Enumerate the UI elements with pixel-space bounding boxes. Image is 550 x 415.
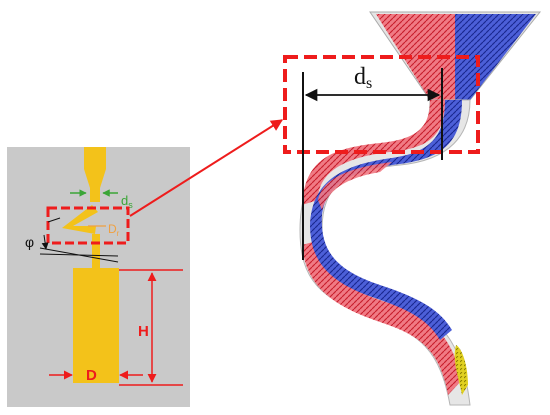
right-highlight-box bbox=[283, 55, 480, 154]
zoom-connector-arrow bbox=[129, 119, 284, 217]
flow-red-band-lower bbox=[302, 240, 462, 395]
nozzle-bend bbox=[62, 205, 98, 234]
ds-label-right: ds bbox=[354, 64, 372, 92]
phi-angle bbox=[39, 217, 119, 263]
dr-label: Dr bbox=[108, 222, 120, 238]
height-dimension bbox=[119, 269, 183, 386]
phi-label: φ bbox=[25, 234, 34, 250]
yellow-particles bbox=[454, 345, 468, 395]
left-panel: ds Dr φ H D bbox=[7, 147, 190, 407]
flow-blue-band bbox=[310, 100, 462, 340]
funnel-blue-region bbox=[455, 14, 536, 100]
simulation-view: ds bbox=[283, 11, 542, 406]
nozzle bbox=[62, 147, 119, 383]
nozzle-body bbox=[73, 268, 119, 383]
left-highlight-box bbox=[46, 206, 130, 245]
ds-label-left: ds bbox=[121, 193, 133, 210]
funnel-red-region bbox=[376, 14, 455, 100]
flow-red-inner bbox=[318, 162, 392, 210]
diameter-label: D bbox=[86, 367, 97, 384]
height-label: H bbox=[138, 323, 149, 340]
